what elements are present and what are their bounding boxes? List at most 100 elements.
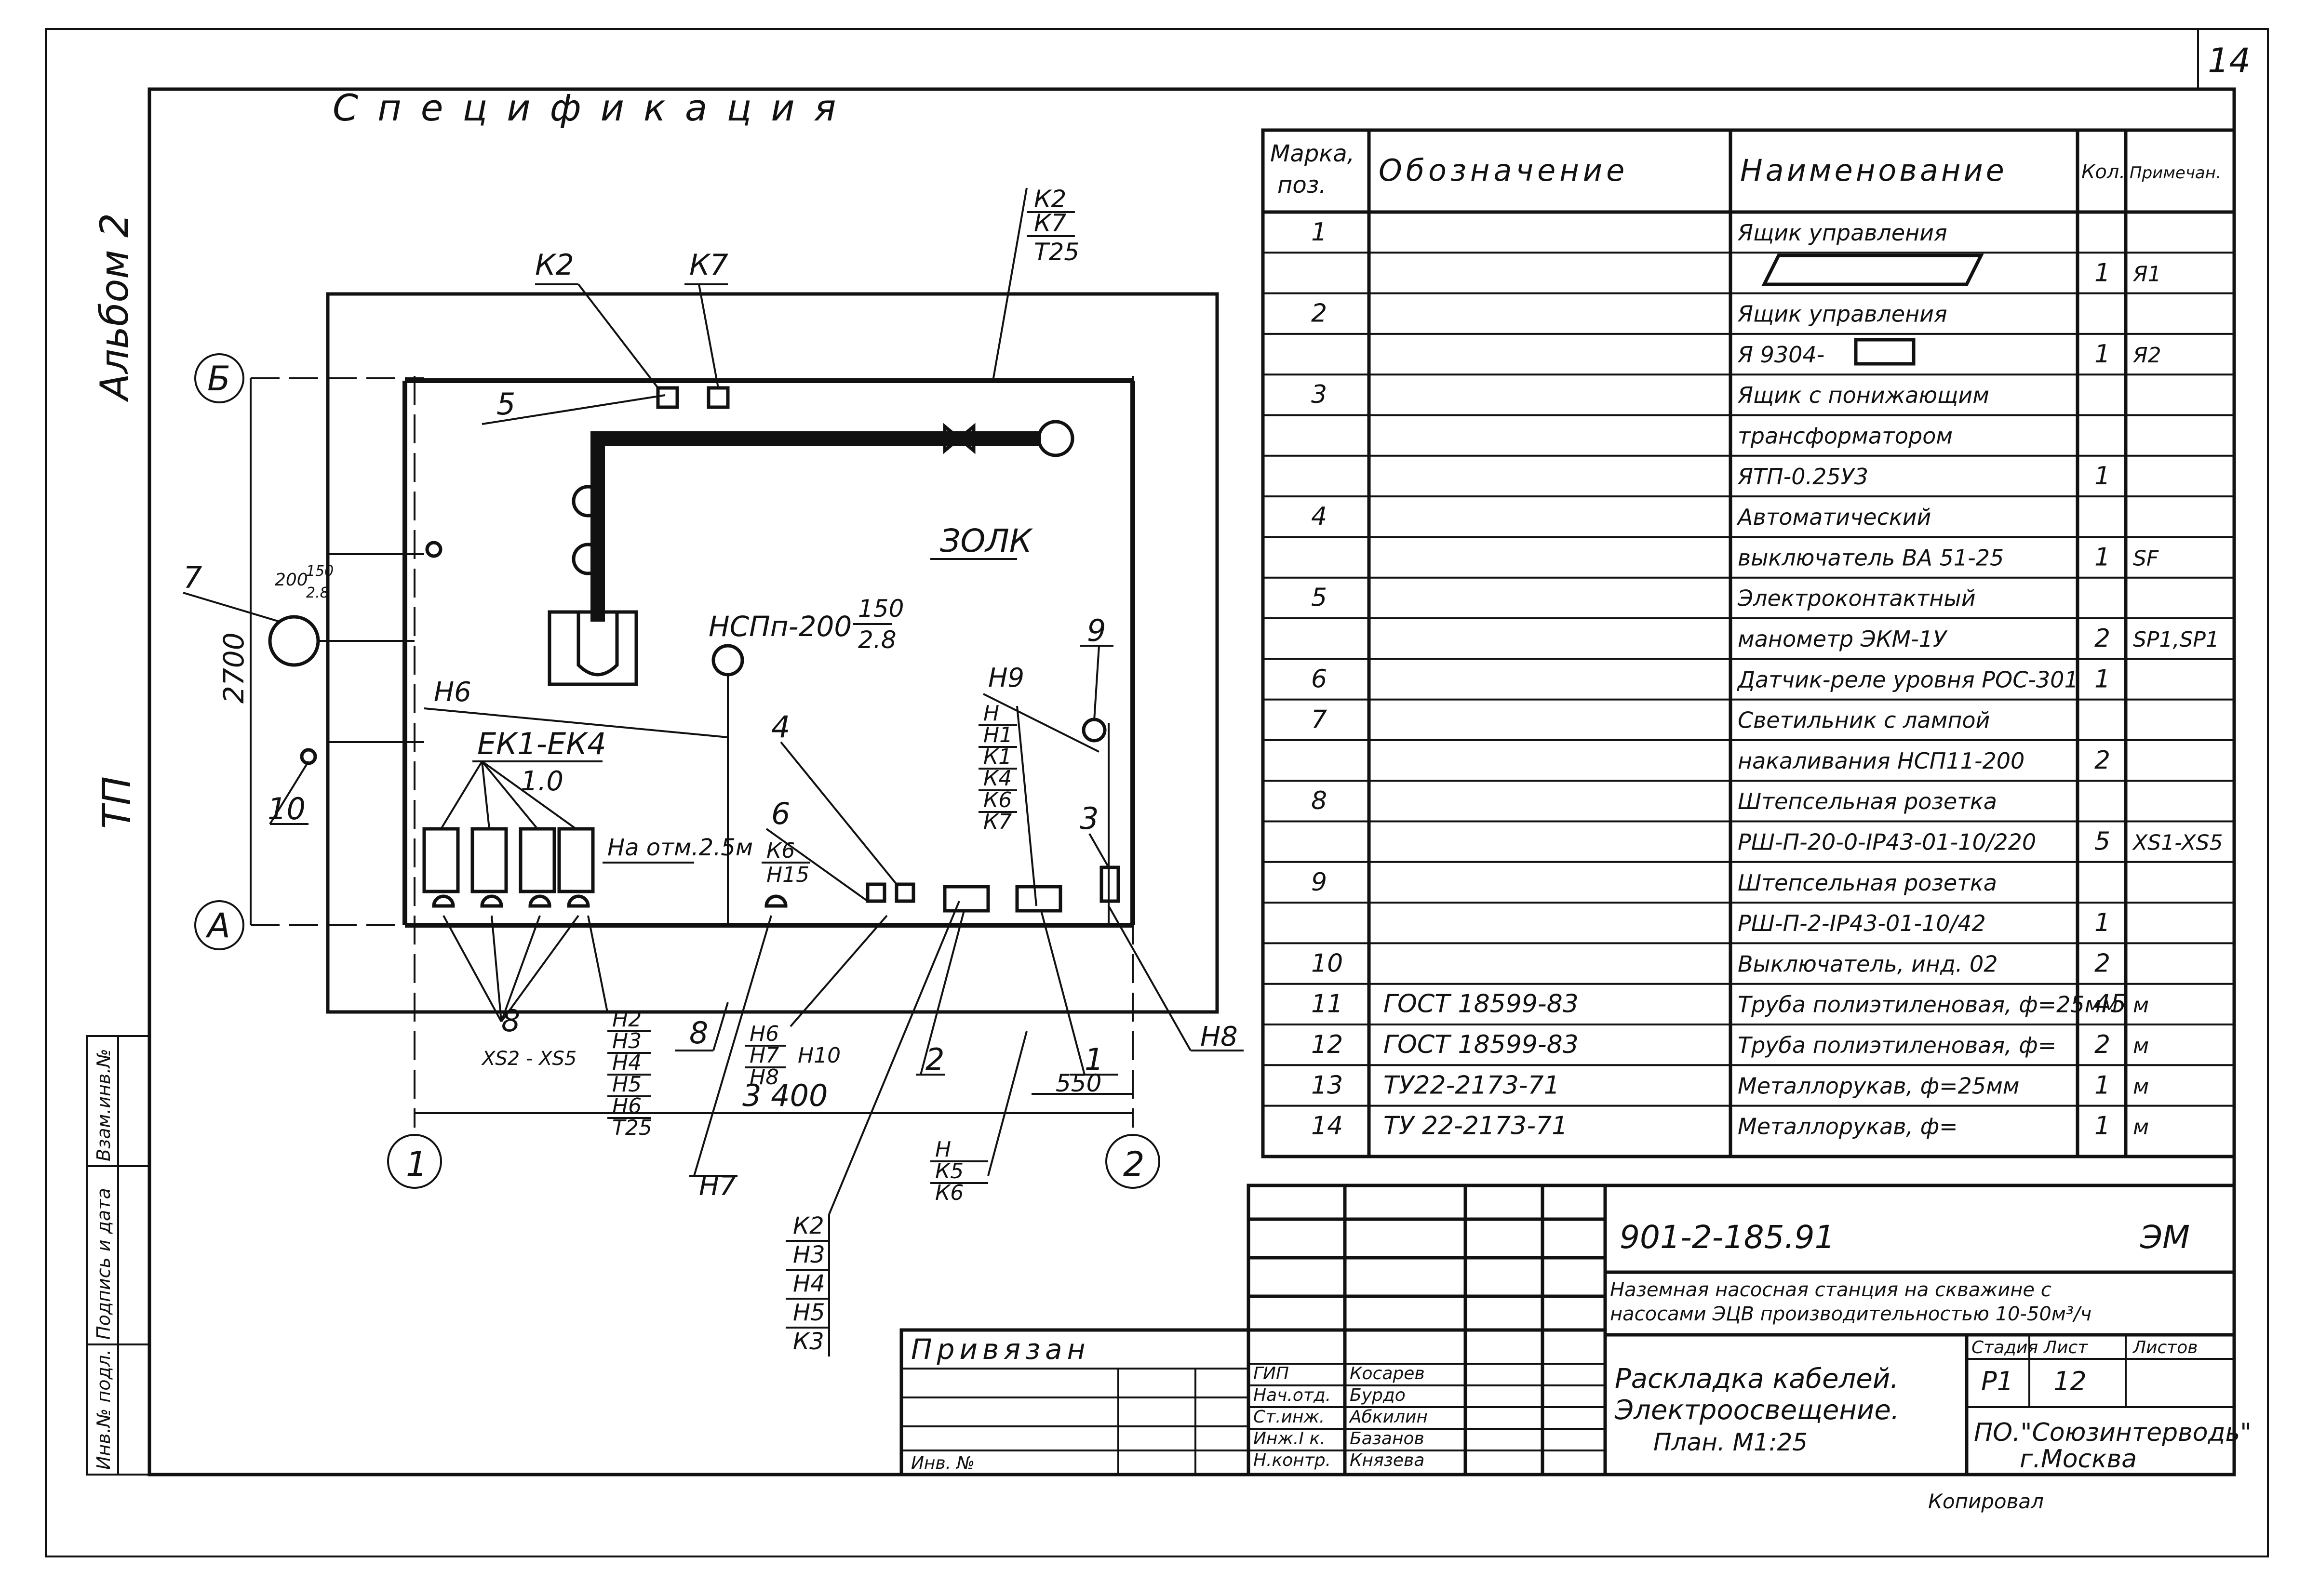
axis-2-label: 2: [1123, 1144, 1145, 1184]
manometer-k7-icon: [707, 386, 730, 409]
spec-header-mark-1: Марка,: [1270, 140, 1354, 167]
spec-cell-qty: 45: [2094, 990, 2126, 1019]
spec-cell-note: м: [2133, 993, 2149, 1018]
spec-cell-name: накаливания НСП11-200: [1738, 748, 2024, 774]
breaker-icon: [895, 882, 915, 903]
bundle-mid-h7: Н7: [750, 1043, 779, 1068]
axis-1-label: 1: [406, 1144, 428, 1184]
spec-cell-name: Труба полиэтиленовая, ф=: [1738, 1032, 2056, 1058]
doc-code: 901-2-185.91: [1620, 1219, 1835, 1256]
drawing-title-2: Электроосвещение.: [1614, 1395, 1900, 1426]
heaters-label: ЕК1-ЕК4: [477, 726, 606, 761]
control-box-2-icon: [943, 885, 990, 913]
spec-header-qty: Кол.: [2081, 161, 2125, 183]
sheet-value: 12: [2053, 1366, 2087, 1396]
spec-cell-note: м: [2133, 1034, 2149, 1058]
spec-cell-qty: 1: [2094, 258, 2110, 287]
spec-header-designation: Обозначение: [1379, 153, 1628, 188]
pos-10-label: 10: [268, 791, 306, 826]
bundle-b-h5: Н5: [793, 1299, 825, 1326]
otm-label: На отм.2.5м: [607, 834, 753, 861]
spec-cell-name: ЯТП-0.25У3: [1737, 464, 1868, 490]
spec-cell-name: Металлорукав, ф=25мм: [1738, 1073, 2019, 1099]
spec-cell-note: Я1: [2132, 262, 2161, 286]
axis-2-bubble: [1105, 1134, 1160, 1189]
placeholder-box-1: [1761, 253, 1984, 286]
cable-k2-label: К2: [535, 248, 574, 282]
pos-4-label: 4: [771, 709, 790, 745]
spec-cell-name: Автоматический: [1736, 504, 1931, 530]
spec-cell-pos: 4: [1311, 502, 1327, 531]
floor-plan: Б А 1 2 2700 3 400 550 5 К2 К7: [183, 185, 1244, 1357]
copied-label: Копировал: [1928, 1490, 2044, 1513]
spec-cell-note: Я2: [2132, 343, 2161, 368]
spec-cell-note: м: [2133, 1115, 2149, 1140]
name-4: Базанов: [1350, 1429, 1424, 1449]
spec-cell-pos: 1: [1311, 218, 1327, 247]
switch-bottom-icon: [300, 748, 317, 765]
sheets-label: Листов: [2132, 1338, 2198, 1357]
axis-1-bubble: [387, 1134, 442, 1189]
spec-cell-pos: 8: [1311, 786, 1327, 815]
project-line-2: насосами ЭЦВ производительностью 10-50м³…: [1610, 1303, 2091, 1325]
axis-a-label: А: [205, 906, 230, 945]
org-line-1: ПО."Союзинтерводь": [1974, 1418, 2252, 1447]
doc-section: ЭМ: [2140, 1219, 2190, 1256]
spec-cell-pos: 11: [1311, 990, 1343, 1019]
bundle-k6: К6: [766, 838, 795, 863]
stage-label: Стадия: [1971, 1338, 2038, 1357]
bundle-r-h1: Н1: [983, 723, 1013, 747]
cable-h7-label: Н7: [699, 1170, 737, 1202]
bundle-b-k3: К3: [793, 1328, 824, 1355]
spec-cell-pos: 10: [1311, 949, 1343, 978]
name-5: Князева: [1350, 1450, 1424, 1470]
role-5: Н.контр.: [1253, 1450, 1331, 1470]
stage-value: Р1: [1981, 1366, 2013, 1396]
cable-top-2: К7: [1034, 209, 1066, 237]
role-1: ГИП: [1253, 1364, 1289, 1383]
spec-header-note: Примечан.: [2130, 163, 2221, 183]
spec-cell-qty: 1: [2094, 1112, 2110, 1141]
spec-cell-name: Датчик-реле уровня РОС-301: [1737, 666, 2078, 692]
bundle-b-h4: Н4: [793, 1270, 825, 1297]
spec-cell-name: Металлорукав, ф=: [1738, 1114, 1958, 1140]
spec-cell-name: Светильник с лампой: [1738, 707, 1990, 733]
spec-cell-note: м: [2133, 1074, 2149, 1099]
spec-cell-qty: 2: [2094, 746, 2110, 775]
spec-cell-pos: 7: [1311, 705, 1327, 734]
name-2: Бурдо: [1350, 1385, 1406, 1405]
spec-cell-designation: ТУ 22-2173-71: [1383, 1112, 1568, 1141]
spec-cell-designation: ТУ22-2173-71: [1383, 1071, 1560, 1100]
dim-width-label: 3 400: [742, 1078, 828, 1113]
spec-cell-qty: 5: [2094, 827, 2110, 856]
bundle-mid-h8: Н8: [750, 1065, 779, 1090]
cable-bundle-h6-h8: Н6 Н7 Н8 Н10: [745, 915, 888, 1090]
spec-cell-qty: 1: [2094, 340, 2110, 369]
bundle-b-h3: Н3: [793, 1241, 825, 1268]
role-2: Нач.отд.: [1253, 1385, 1331, 1405]
spec-cell-name: РШ-П-20-0-IP43-01-10/220: [1738, 829, 2036, 855]
inv-label: Инв. №: [911, 1453, 975, 1473]
bundle-br-h: Н: [935, 1137, 951, 1162]
spec-cell-name: Ящик управления: [1737, 220, 1947, 246]
pos-2-label: 2: [925, 1042, 944, 1077]
spec-cell-pos: 6: [1311, 665, 1327, 693]
lamp-left-frac-top: 150: [306, 563, 334, 580]
pos-1-label: 1: [1085, 1042, 1103, 1077]
cable-k7-label: К7: [689, 248, 728, 282]
spec-cell-name: Ящик с понижающим: [1737, 382, 1989, 408]
sockets-row: 8 XS2 - XS5: [432, 894, 788, 1070]
spec-title: Спецификация: [333, 86, 855, 129]
heaters-group: ЕК1-ЕК4 1.0 На отм.2.5м: [422, 726, 753, 893]
spec-cell-qty: 2: [2094, 949, 2110, 978]
sheet-label: Лист: [2043, 1338, 2088, 1357]
bundle-b-k2: К2: [793, 1212, 824, 1239]
cable-h8-label: Н8: [1200, 1021, 1238, 1052]
lamp-left-label: 200: [275, 570, 308, 590]
spec-cell-name: Штепсельная розетка: [1738, 788, 1997, 814]
pos-5-label: 5: [496, 386, 515, 422]
name-1: Косарев: [1350, 1364, 1425, 1383]
level-sensor-icon: [866, 882, 886, 903]
